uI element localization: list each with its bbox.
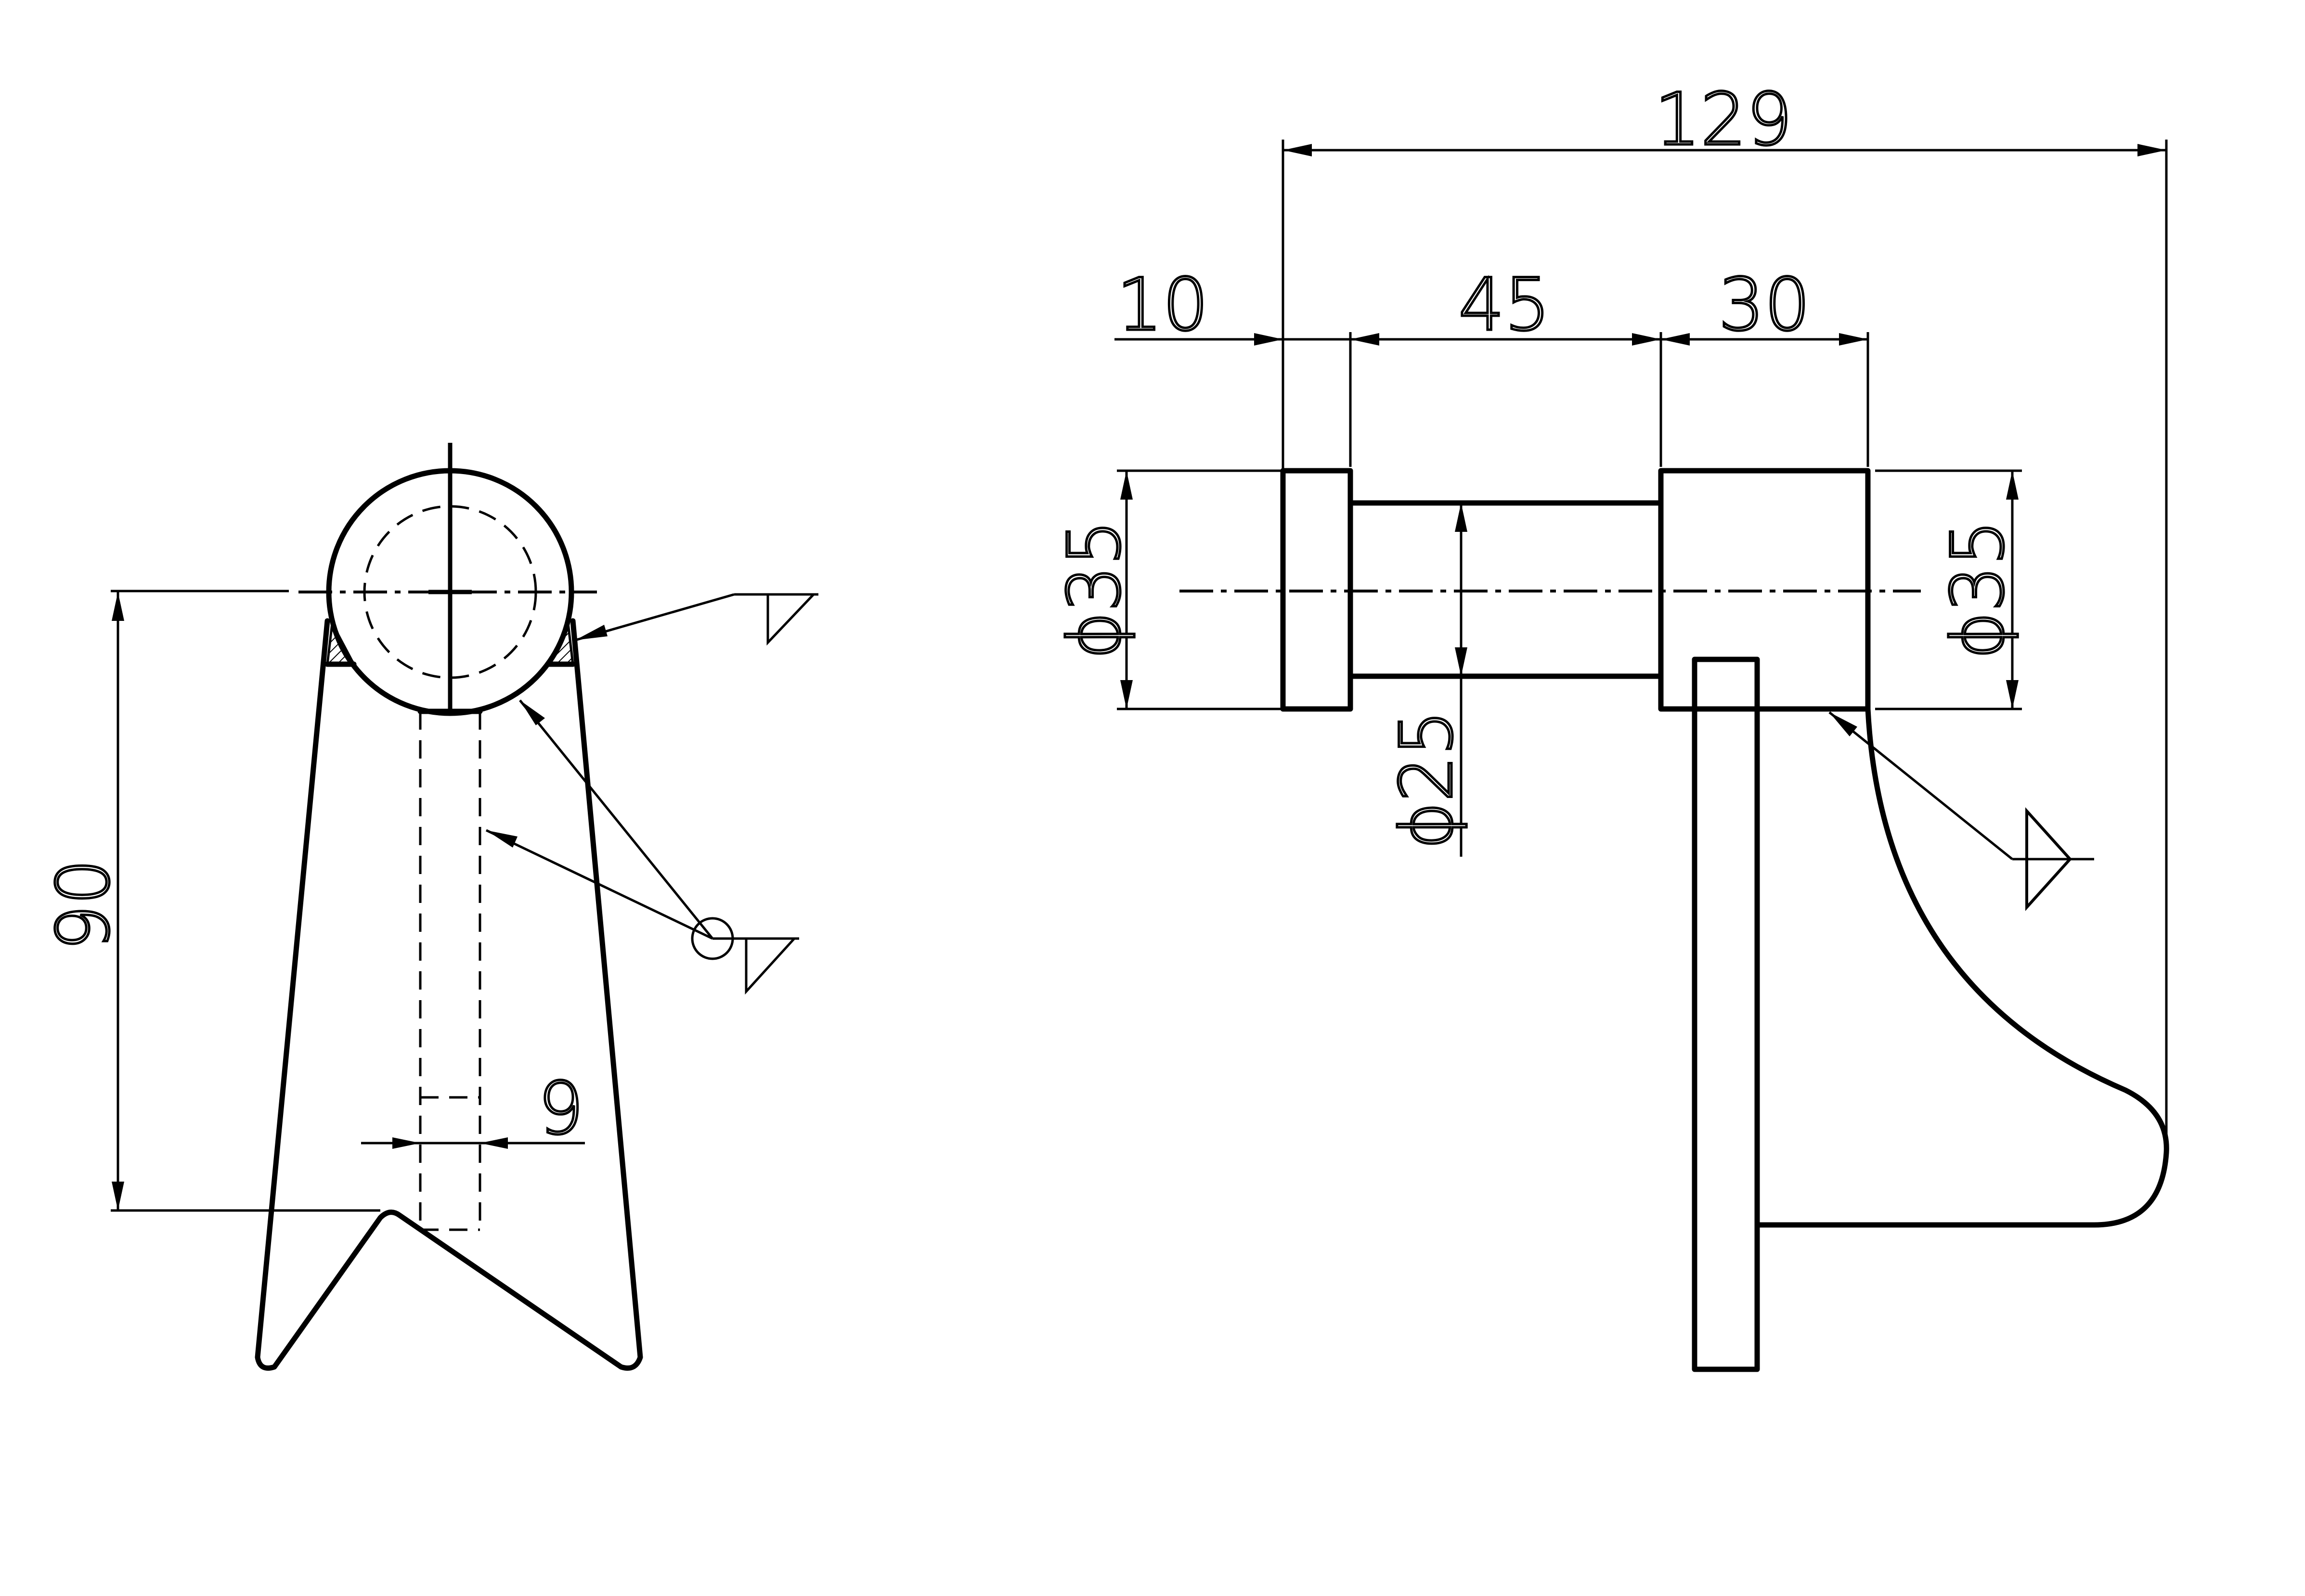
support-plate-outline — [255, 618, 643, 1371]
dim-10-label: 10 — [1117, 263, 1209, 347]
weld-symbol-side — [1828, 711, 2094, 911]
side-view: 129 10 45 30 ϕ35 ϕ25 ϕ35 — [1052, 77, 2169, 1372]
weld-fillet-right — [547, 619, 574, 666]
dim-45-label: 45 — [1459, 263, 1551, 347]
dim-129-label: 129 — [1655, 78, 1792, 162]
dim-phi25-label: ϕ25 — [1385, 710, 1469, 849]
weld-fillet-left — [326, 619, 356, 666]
dim-phi35-right-label: ϕ35 — [1936, 520, 2020, 659]
dim-phi35-left-label: ϕ35 — [1053, 520, 1137, 659]
curved-bracket — [1754, 706, 2169, 1228]
vertical-plate — [1692, 656, 1760, 1372]
weld-symbol-around — [485, 699, 799, 995]
dim-30-label: 30 — [1719, 263, 1811, 347]
dim-9-label: 9 — [538, 1067, 583, 1151]
weld-symbol-top — [575, 593, 818, 646]
front-view: 90 9 — [41, 443, 818, 1371]
dim-90-label: 90 — [42, 859, 126, 951]
